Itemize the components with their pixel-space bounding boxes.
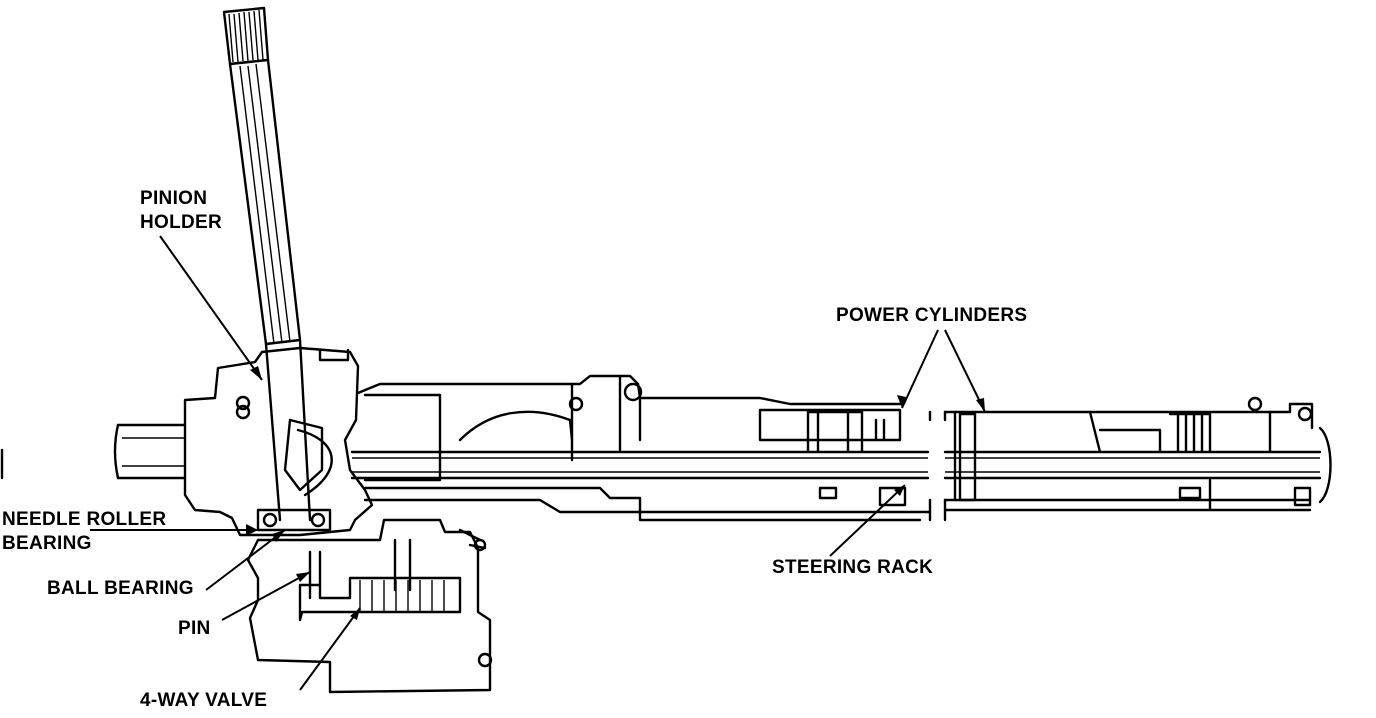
right-power-cylinder bbox=[943, 396, 1314, 512]
pinion-shaft bbox=[222, 6, 312, 522]
arrow-heads bbox=[246, 366, 985, 620]
leader-lines bbox=[90, 235, 986, 691]
valve-housing bbox=[246, 518, 493, 694]
label-needle-roller-line2: BEARING bbox=[2, 533, 92, 554]
label-ball-bearing: BALL BEARING bbox=[47, 578, 194, 599]
left-power-cylinder bbox=[758, 408, 907, 507]
rack-tube-lower bbox=[363, 410, 1312, 522]
gear-housing bbox=[183, 346, 374, 537]
label-pin: PIN bbox=[178, 618, 211, 639]
label-needle-roller-line1: NEEDLE ROLLER bbox=[2, 509, 167, 530]
label-steering-rack: STEERING RACK bbox=[772, 557, 934, 578]
label-pinion-holder-line1: PINION bbox=[140, 188, 208, 209]
steering-rack-bar bbox=[350, 426, 1332, 504]
label-four-way-valve: 4-WAY VALVE bbox=[140, 690, 268, 711]
label-pinion-holder-line2: HOLDER bbox=[140, 212, 223, 233]
label-power-cylinders: POWER CYLINDERS bbox=[836, 305, 1028, 326]
rack-housing bbox=[356, 374, 902, 482]
